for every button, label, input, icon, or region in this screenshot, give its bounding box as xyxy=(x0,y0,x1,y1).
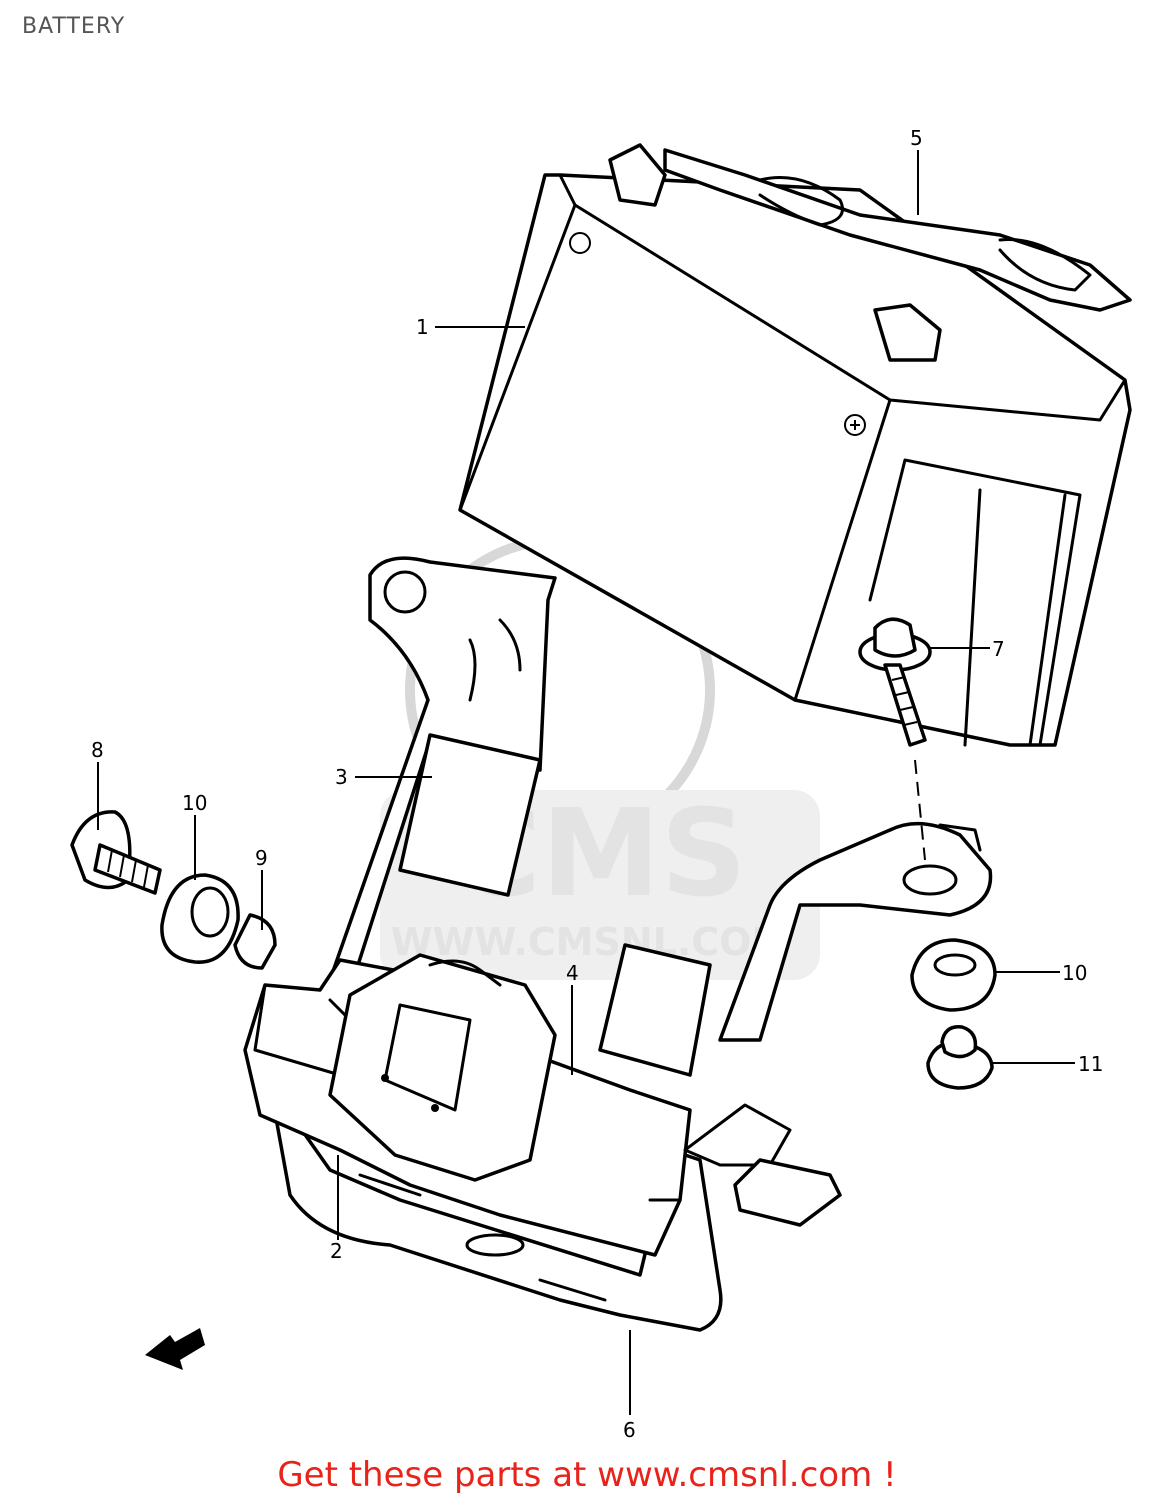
callout-5: 5 xyxy=(910,126,923,150)
callout-11: 11 xyxy=(1078,1052,1103,1076)
part-8-bolt xyxy=(70,810,162,895)
callout-2: 2 xyxy=(330,1239,343,1263)
part-3-pad xyxy=(398,733,542,897)
watermark-url: WWW.CMSNL.COM xyxy=(391,920,790,964)
callout-7: 7 xyxy=(992,637,1005,661)
callout-4: 4 xyxy=(566,961,579,985)
part-1-battery xyxy=(458,143,1132,747)
part-6-bracket xyxy=(268,556,993,1332)
callout-10-left: 10 xyxy=(182,791,207,815)
page-title: BATTERY xyxy=(22,14,126,39)
part-11-collar xyxy=(926,1025,994,1090)
part-10-grommet-right xyxy=(910,938,997,1012)
callout-9: 9 xyxy=(255,846,268,870)
part-10-grommet-left xyxy=(160,873,240,964)
footer-link[interactable]: Get these parts at www.cmsnl.com ! xyxy=(277,1455,897,1495)
callout-1: 1 xyxy=(416,315,429,339)
part-4-clamp xyxy=(328,943,712,1182)
callout-labels: 1 2 3 4 5 6 7 8 9 10 10 11 xyxy=(91,126,1103,1442)
callout-3: 3 xyxy=(335,765,348,789)
callout-8: 8 xyxy=(91,738,104,762)
part-5-strap xyxy=(663,148,1132,312)
callout-6: 6 xyxy=(623,1418,636,1442)
leader-lines xyxy=(97,150,1075,1415)
direction-arrow-icon xyxy=(145,1328,205,1370)
part-7-bolt xyxy=(858,617,932,861)
callout-10-right: 10 xyxy=(1062,961,1087,985)
part-9-collar xyxy=(233,913,277,970)
